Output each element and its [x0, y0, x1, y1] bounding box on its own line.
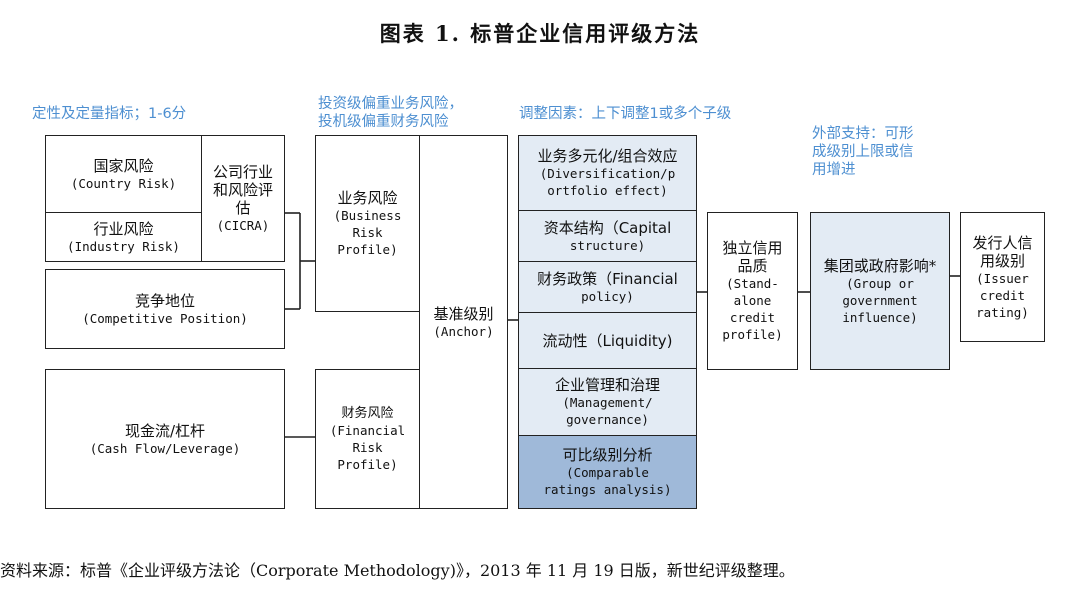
- management-governance-box: 企业管理和治理 (Management/ governance): [518, 368, 697, 436]
- adjust-label: 调整因素：上下调整1或多个子级: [519, 106, 732, 122]
- group-government-influence-box: 集团或政府影响* (Group or government influence): [810, 212, 950, 370]
- business-risk-box: 业务风险 (Business Risk Profile): [315, 135, 420, 312]
- capital-structure-box: 资本结构（Capital structure): [518, 210, 697, 262]
- page-title: 图表 1. 标普企业信用评级方法: [379, 21, 701, 46]
- issuer-credit-rating-box: 发行人信 用级别 (Issuer credit rating): [960, 212, 1045, 342]
- country-risk-box: 国家风险 (Country Risk): [45, 135, 202, 213]
- diversification-box: 业务多元化/组合效应 (Diversification/p ortfolio e…: [518, 135, 697, 211]
- liquidity-box: 流动性（Liquidity): [518, 312, 697, 369]
- comparable-ratings-box: 可比级别分析 (Comparable ratings analysis): [518, 435, 697, 509]
- competitive-position-box: 竞争地位 (Competitive Position): [45, 269, 285, 349]
- external-support-label: 外部支持：可形 成级别上限或信 用增进: [812, 126, 914, 178]
- anchor-box: 基准级别 (Anchor): [419, 135, 508, 509]
- cicra-box: 公司行业 和风险评 估 (CICRA): [201, 135, 285, 262]
- financial-policy-box: 财务政策（Financial policy): [518, 261, 697, 313]
- standalone-credit-profile-box: 独立信用 品质 (Stand- alone credit profile): [707, 212, 798, 370]
- financial-risk-box: 财务风险 (Financial Risk Profile): [315, 369, 420, 509]
- qualitative-label: 定性及定量指标；1-6分: [32, 106, 187, 122]
- source-footnote: 资料来源：标普《企业评级方法论（Corporate Methodology)》，…: [0, 561, 795, 580]
- cash-flow-leverage-box: 现金流/杠杆 (Cash Flow/Leverage): [45, 369, 285, 509]
- industry-risk-box: 行业风险 (Industry Risk): [45, 212, 202, 262]
- investment-label: 投资级偏重业务风险， 投机级偏重财务风险: [318, 96, 463, 130]
